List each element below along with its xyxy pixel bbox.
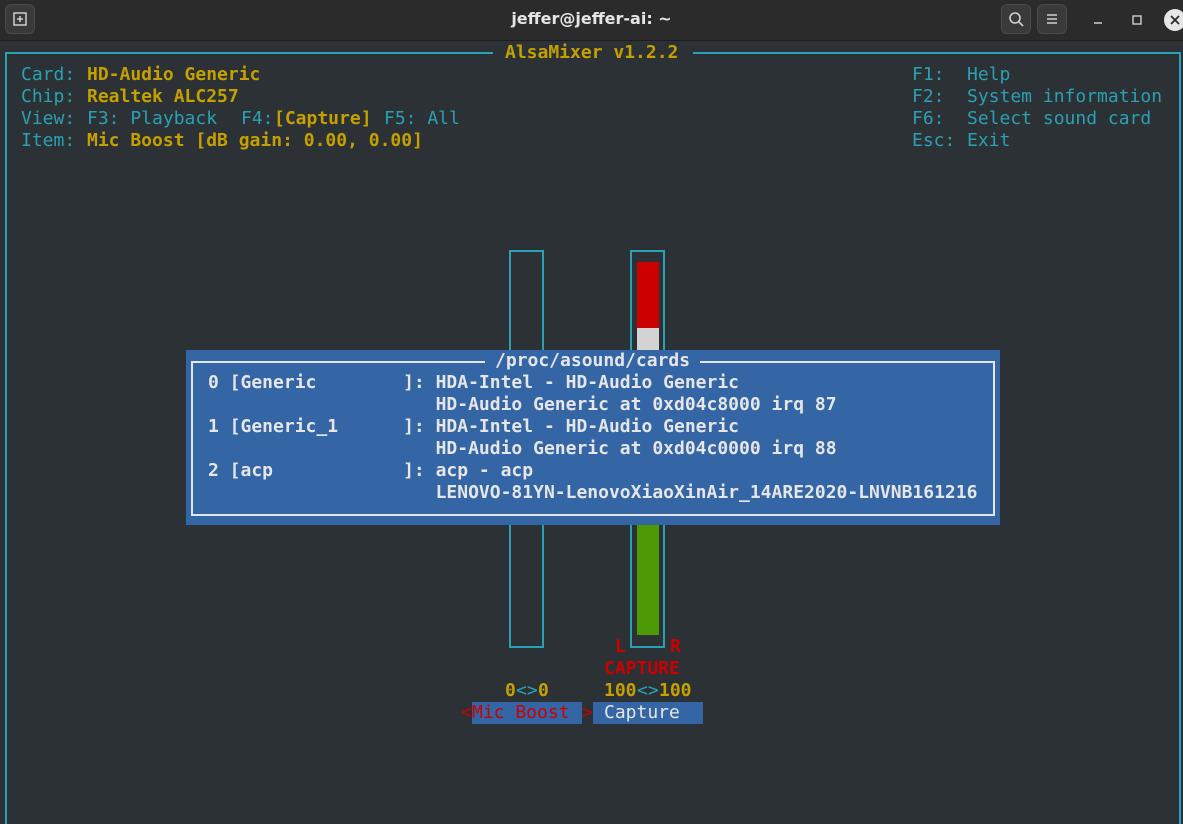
- frame-top-left: [5, 52, 493, 54]
- sound-cards-dialog-title: /proc/asound/cards: [485, 350, 701, 372]
- new-tab-icon: [13, 12, 27, 26]
- mic-boost-right-arrow: >: [582, 702, 593, 723]
- item-value: Mic Boost [dB gain: 0.00, 0.00]: [87, 130, 423, 151]
- frame-left: [5, 52, 7, 824]
- sound-cards-dialog[interactable]: [186, 350, 1000, 525]
- close-icon: [1164, 9, 1183, 31]
- mic-boost-separator: <>: [516, 680, 538, 701]
- chip-value: Realtek ALC257: [87, 86, 239, 107]
- chip-label: Chip:: [21, 86, 76, 107]
- view-label: View:: [21, 108, 76, 129]
- help-label-f2[interactable]: System information: [967, 86, 1163, 107]
- view-playback-option[interactable]: F3: Playback: [87, 108, 218, 129]
- card-value: HD-Audio Generic: [87, 64, 261, 85]
- help-key-f6: F6:: [912, 108, 945, 129]
- capture-switch-label[interactable]: CAPTURE: [604, 658, 680, 679]
- help-key-f2: F2:: [912, 86, 945, 107]
- search-button[interactable]: [1001, 4, 1031, 34]
- view-all-option[interactable]: F5: All: [384, 108, 460, 129]
- frame-right: [1179, 52, 1181, 824]
- new-tab-button[interactable]: [5, 4, 35, 34]
- hamburger-menu-icon: [1047, 14, 1057, 24]
- menu-button[interactable]: [1037, 4, 1067, 34]
- help-label-f6[interactable]: Select sound card: [967, 108, 1152, 129]
- item-label: Item:: [21, 130, 76, 151]
- capture-label[interactable]: Capture: [604, 702, 680, 723]
- mixer-title: AlsaMixer v1.2.2: [505, 42, 679, 63]
- help-label-f1[interactable]: Help: [967, 64, 1011, 85]
- maximize-button[interactable]: [1127, 10, 1147, 30]
- capture-channel-right: R: [670, 636, 681, 657]
- view-capture-key: F4:: [241, 108, 274, 129]
- capture-right-value: 100: [659, 680, 692, 701]
- capture-label-bg[interactable]: [593, 702, 703, 724]
- help-key-f1: F1:: [912, 64, 945, 85]
- capture-channel-left: L: [615, 636, 626, 657]
- sound-card-line-4[interactable]: 2 [acp ]: acp - acp: [208, 460, 534, 481]
- sound-card-line-3: HD-Audio Generic at 0xd04c0000 irq 88: [208, 438, 837, 459]
- mic-boost-label[interactable]: Mic Boost: [472, 702, 570, 723]
- sound-card-line-2[interactable]: 1 [Generic_1 ]: HDA-Intel - HD-Audio Gen…: [208, 416, 740, 437]
- sound-card-line-1: HD-Audio Generic at 0xd04c8000 irq 87: [208, 394, 837, 415]
- capture-level-green: [637, 525, 659, 635]
- help-label-esc[interactable]: Exit: [967, 130, 1011, 151]
- close-button[interactable]: [1163, 8, 1183, 32]
- mic-boost-left-value: 0: [505, 680, 516, 701]
- minimize-button[interactable]: [1088, 10, 1108, 30]
- sound-card-line-5: LENOVO-81YN-LenovoXiaoXinAir_14ARE2020-L…: [208, 482, 978, 503]
- capture-level-white: [637, 328, 659, 352]
- card-label: Card:: [21, 64, 76, 85]
- minimize-icon: [1094, 22, 1102, 24]
- search-icon: [1009, 12, 1024, 27]
- capture-left-value: 100: [604, 680, 637, 701]
- mic-boost-left-arrow: <: [461, 702, 472, 723]
- mic-boost-right-value: 0: [538, 680, 549, 701]
- view-capture-option[interactable]: [Capture]: [274, 108, 372, 129]
- capture-level-red: [637, 262, 659, 328]
- frame-top-right: [693, 52, 1181, 54]
- window-title: jeffer@jeffer-ai: ~: [511, 9, 672, 28]
- title-bar: jeffer@jeffer-ai: ~: [0, 0, 1183, 41]
- sound-card-line-0[interactable]: 0 [Generic ]: HDA-Intel - HD-Audio Gener…: [208, 372, 740, 393]
- capture-separator: <>: [637, 680, 659, 701]
- help-key-esc: Esc:: [912, 130, 956, 151]
- mic-boost-label-bg[interactable]: [472, 702, 582, 724]
- maximize-icon: [1132, 15, 1142, 25]
